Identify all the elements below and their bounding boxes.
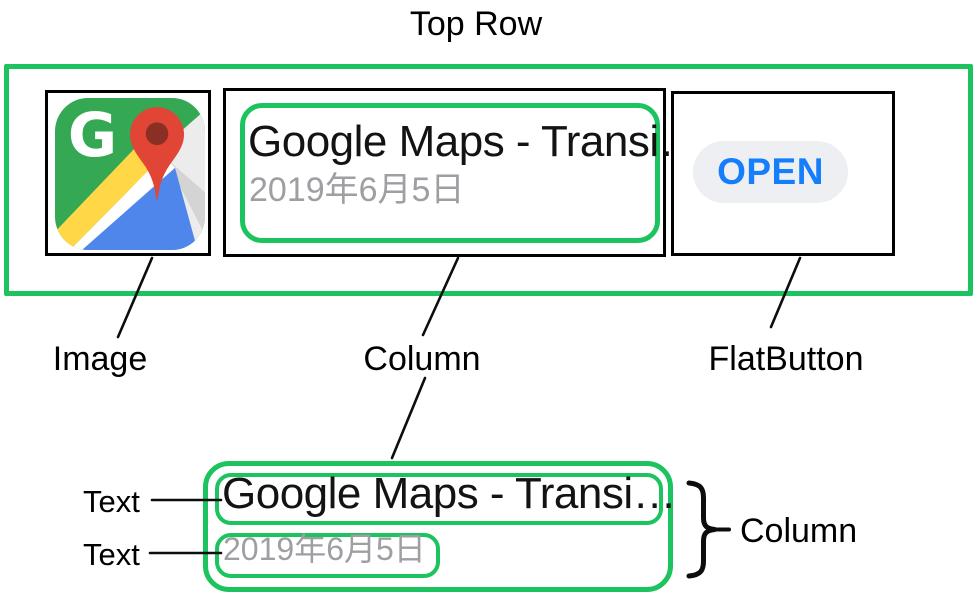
app-title-text: Google Maps - Transi… bbox=[248, 117, 703, 166]
text-widget-label-title: Text bbox=[83, 484, 140, 519]
curly-brace bbox=[686, 480, 716, 579]
detail-app-title-text: Google Maps - Transi… bbox=[222, 469, 677, 518]
column-widget-label: Column bbox=[363, 340, 481, 378]
flatbutton-widget-label: FlatButton bbox=[708, 340, 864, 378]
svg-text:G: G bbox=[68, 100, 117, 170]
text-widget-label-date: Text bbox=[83, 537, 140, 572]
open-button[interactable]: OPEN bbox=[693, 141, 848, 203]
detail-app-date-text: 2019年6月5日 bbox=[223, 531, 426, 567]
detail-column-label: Column bbox=[740, 512, 858, 550]
top-row-caption: Top Row bbox=[409, 5, 543, 43]
app-date-text: 2019年6月5日 bbox=[249, 171, 465, 209]
detail-title-highlight-box bbox=[215, 473, 663, 525]
google-maps-app-icon: G bbox=[55, 98, 205, 250]
image-widget-label: Image bbox=[52, 340, 148, 378]
column-highlight-box bbox=[240, 103, 660, 243]
detail-date-highlight-box bbox=[215, 533, 440, 578]
